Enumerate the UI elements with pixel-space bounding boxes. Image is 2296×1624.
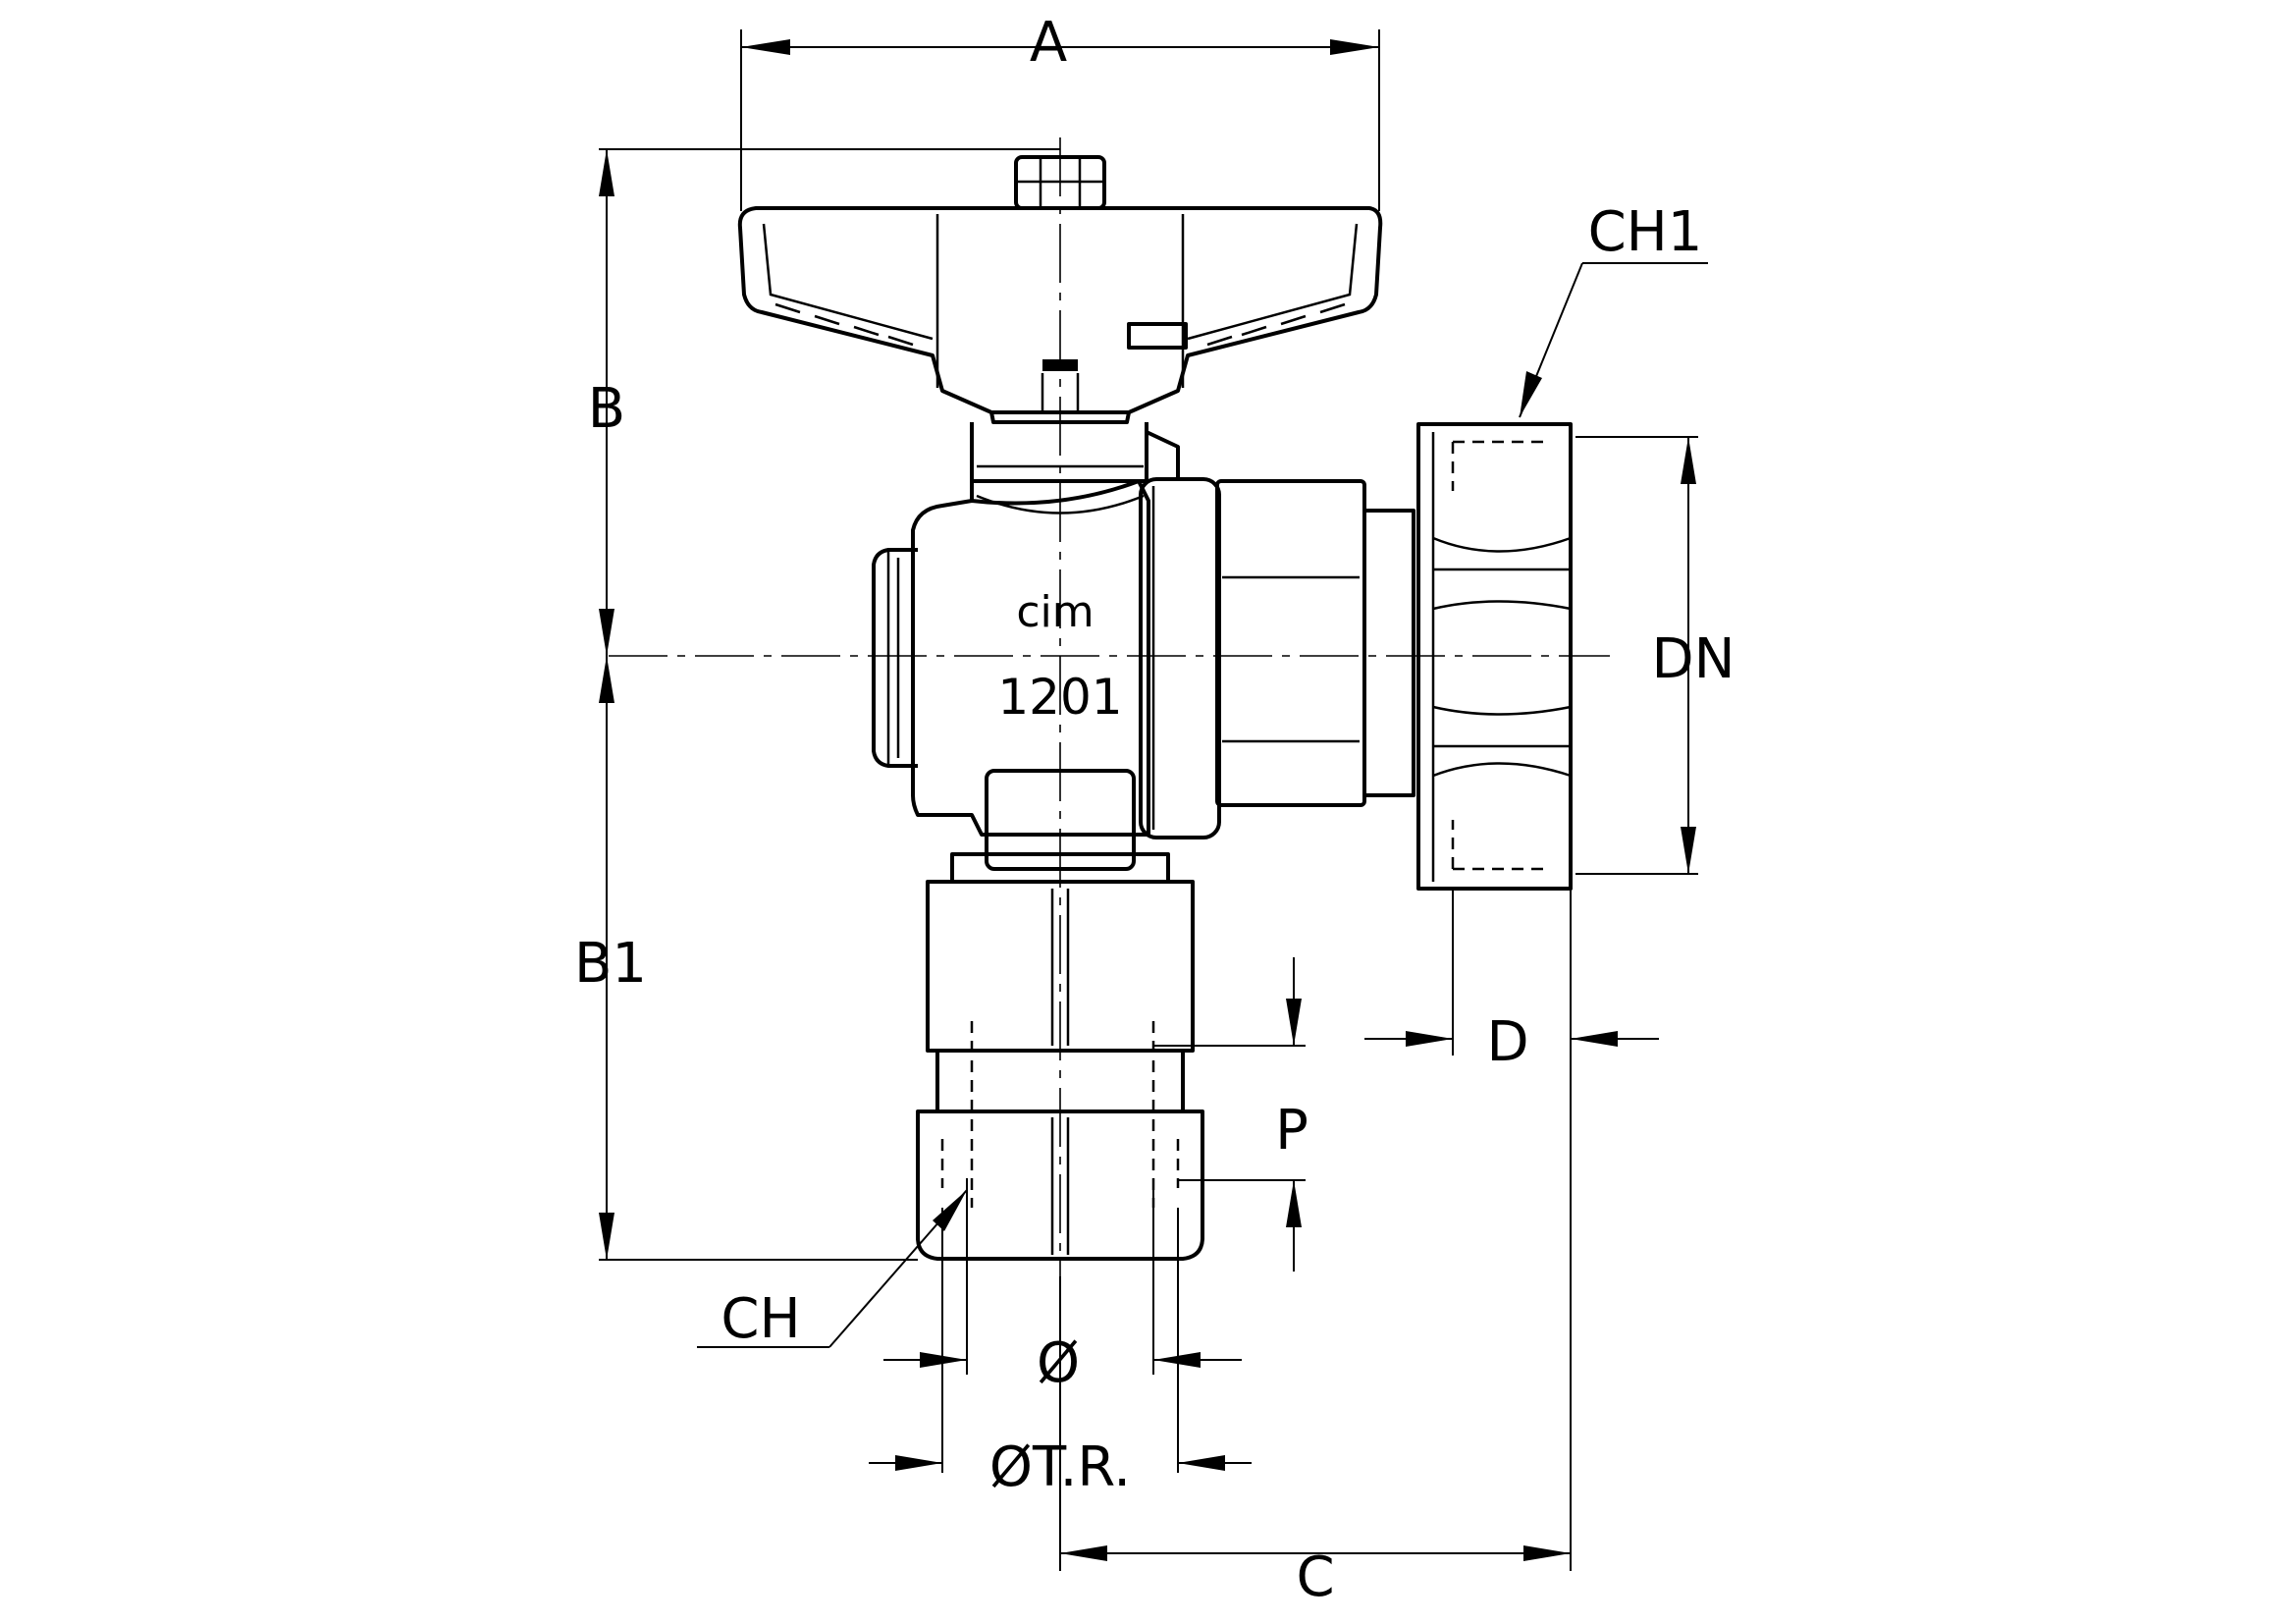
dim-label-ch: CH <box>721 1287 800 1351</box>
model-marking: 1201 <box>997 669 1122 726</box>
butterfly-handle <box>737 155 1383 424</box>
dim-label-d: D <box>1486 1010 1528 1074</box>
centerlines <box>609 137 1610 1276</box>
dimension-lines <box>599 29 1708 1571</box>
dim-label-a: A <box>1030 11 1067 75</box>
valve-body <box>872 477 1221 871</box>
dim-label-diameter: Ø <box>1037 1331 1080 1395</box>
brand-marking: cim <box>1016 587 1094 637</box>
bottom-inlet <box>916 852 1204 1261</box>
dim-label-b1: B1 <box>574 932 647 996</box>
dimension-labels: A B B1 DN CH1 D P CH Ø ØT.R. C <box>574 11 1735 1609</box>
dim-label-c: C <box>1296 1545 1334 1609</box>
dim-label-p: P <box>1275 1099 1308 1163</box>
dim-label-dn: DN <box>1651 627 1735 691</box>
dim-label-diameter-tr: ØT.R. <box>989 1435 1131 1499</box>
stem-neck <box>970 422 1180 483</box>
body-markings: cim 1201 <box>997 587 1122 726</box>
dim-label-b: B <box>588 377 625 441</box>
dim-label-ch1: CH1 <box>1588 200 1703 264</box>
